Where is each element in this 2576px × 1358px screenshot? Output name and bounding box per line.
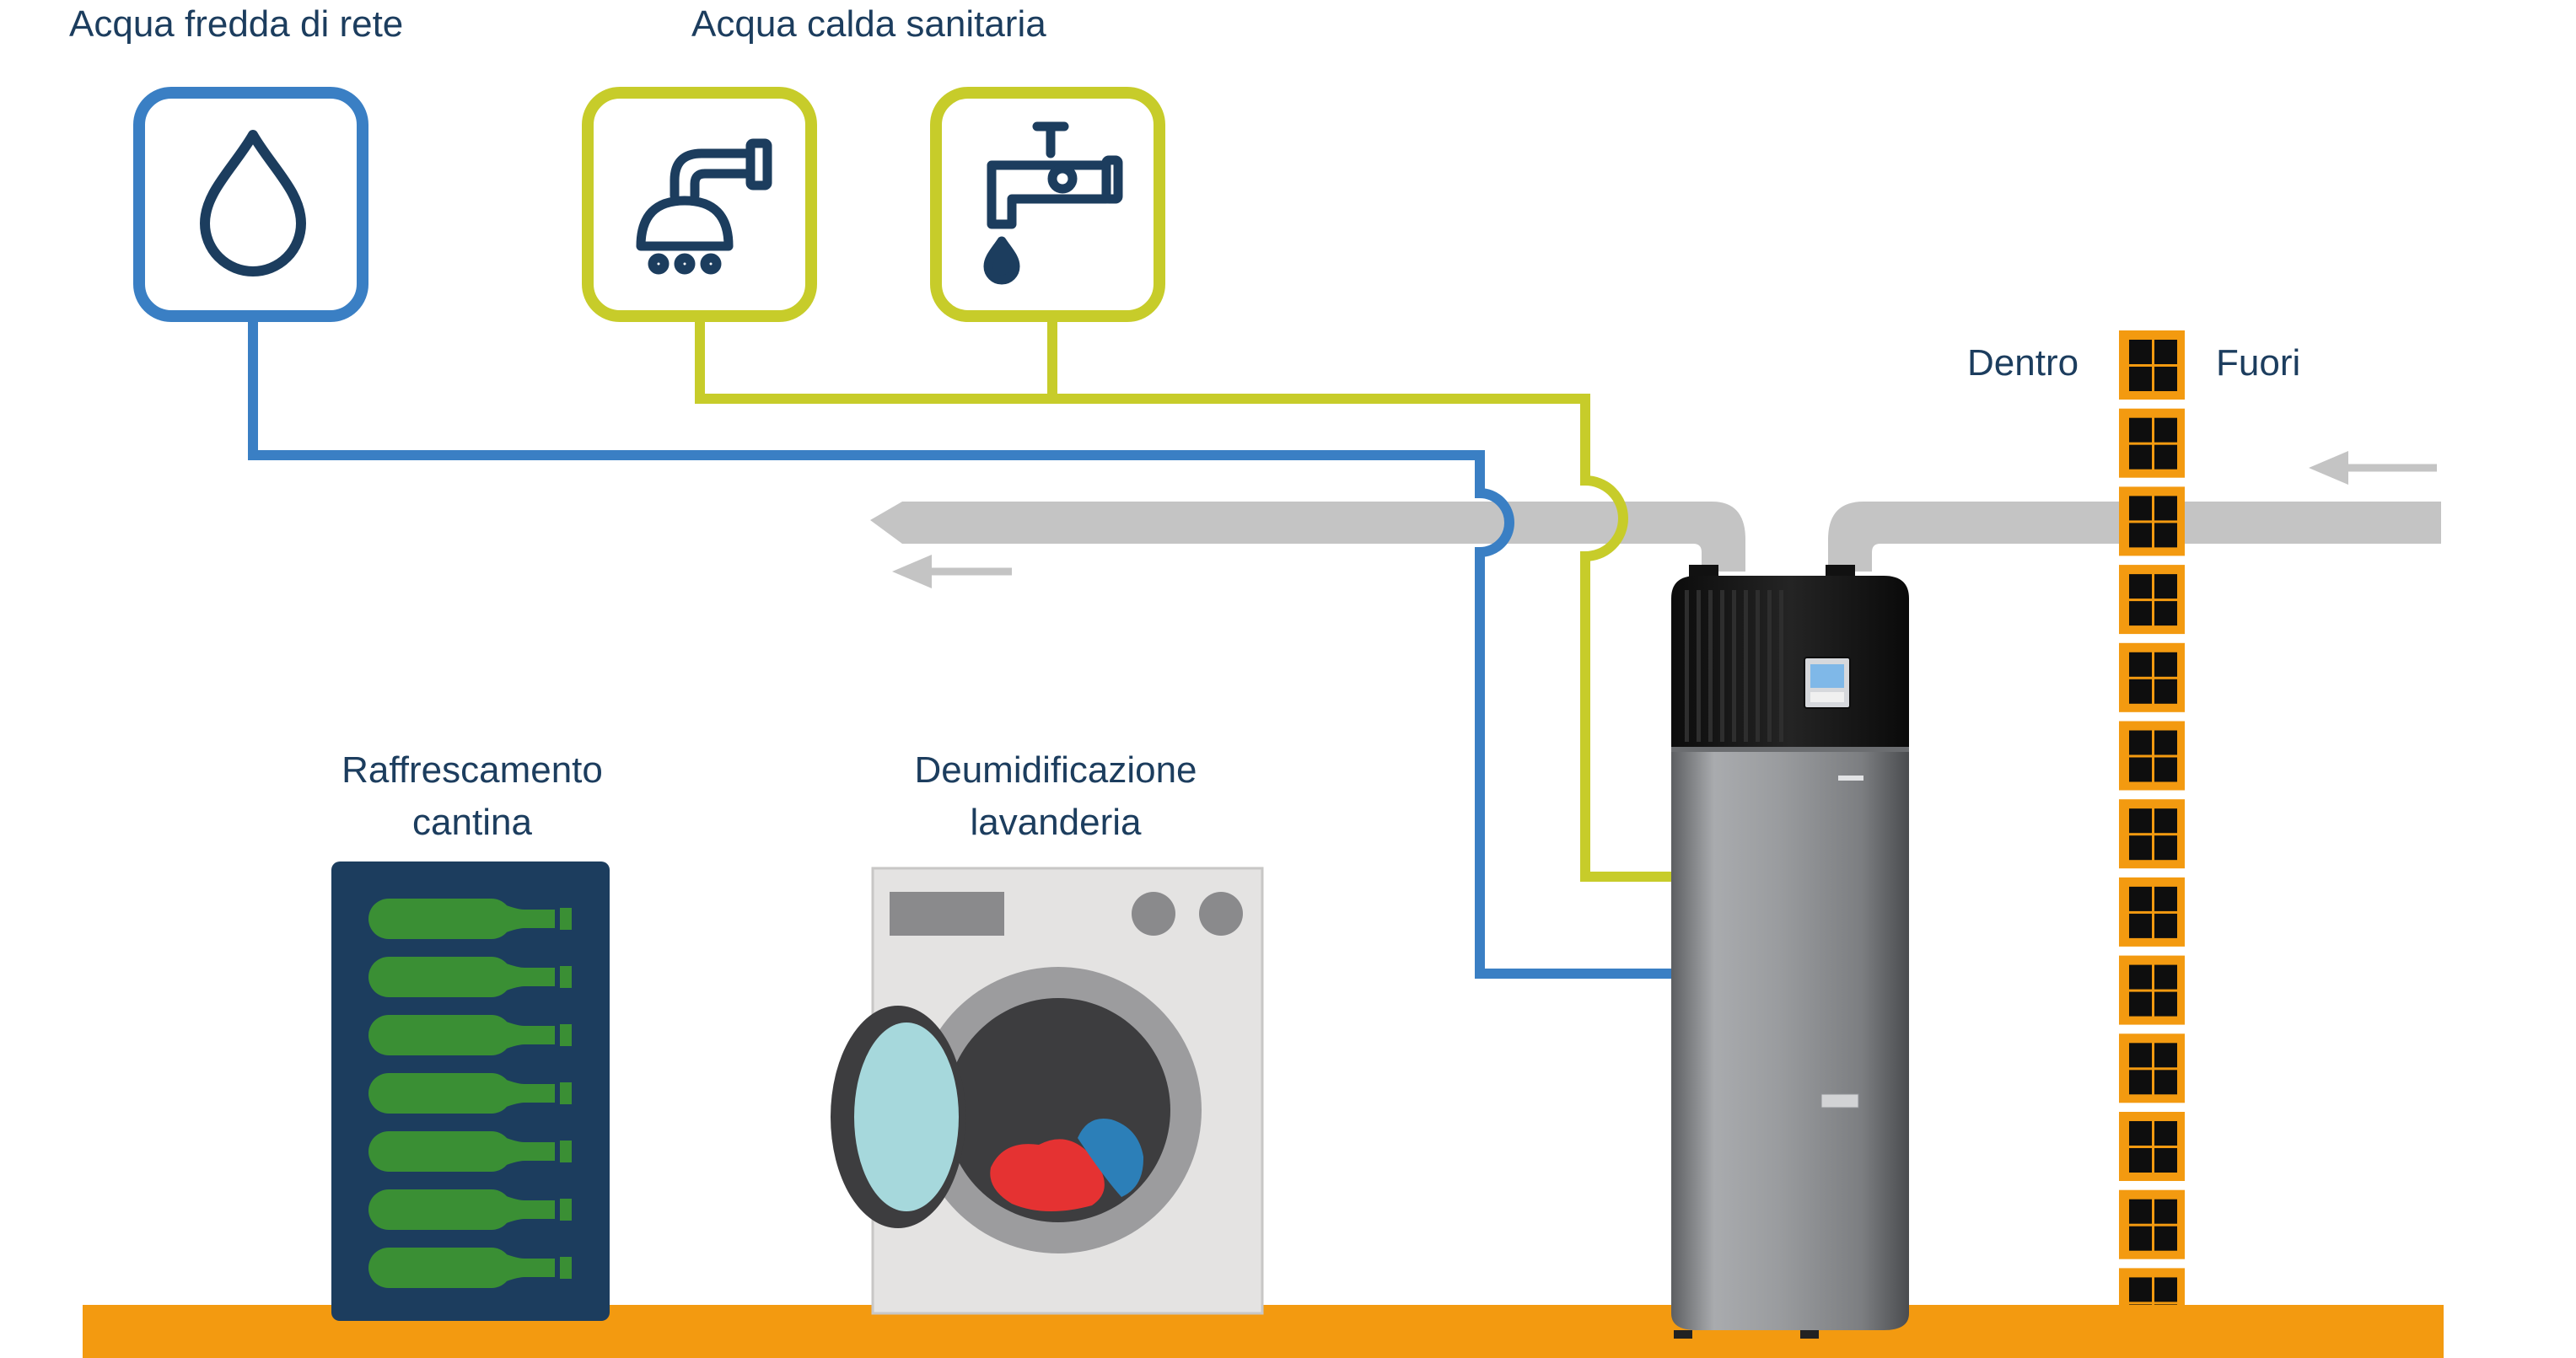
outside-label: Fuori <box>2216 342 2300 384</box>
wine-bottle <box>368 1248 572 1288</box>
cold-water-pipe <box>248 320 1685 979</box>
wine-bottle <box>368 899 572 939</box>
hot-water-label: Acqua calda sanitaria <box>691 3 1046 45</box>
vent-ribs <box>1685 590 1783 742</box>
vent-rib <box>1767 590 1772 742</box>
wall-brick <box>2119 565 2185 635</box>
wine-bottle <box>368 957 572 997</box>
wall-brick <box>2119 642 2185 712</box>
shower-icon <box>636 138 772 275</box>
vent-rib <box>1720 590 1724 742</box>
laundry-label-line2: lavanderia <box>970 802 1142 843</box>
wine-cellar-rack <box>331 861 610 1321</box>
wine-bottle <box>368 1189 572 1230</box>
wall-brick <box>2119 799 2185 869</box>
wine-bottle <box>368 1073 572 1114</box>
wall-brick <box>2119 330 2185 400</box>
vent-rib <box>1756 590 1760 742</box>
wall-brick <box>2119 408 2185 478</box>
shower-icon-box <box>582 87 817 322</box>
vent-rib <box>1744 590 1748 742</box>
wine-bottles <box>368 899 572 1288</box>
vent-rib <box>1685 590 1689 742</box>
vent-rib <box>1697 590 1701 742</box>
exhaust-air-duct <box>870 502 1745 572</box>
intake-flow-arrow <box>2309 451 2437 485</box>
wine-bottle <box>368 1131 572 1172</box>
wall-brick <box>2119 1189 2185 1259</box>
exterior-wall <box>2119 330 2185 1338</box>
heat-pump-water-heater <box>1671 565 1909 1339</box>
wine-bottle <box>368 1015 572 1055</box>
hot-water-pipe <box>1052 394 1685 882</box>
cellar-label-line2: cantina <box>412 802 532 843</box>
wall-brick <box>2119 1033 2185 1103</box>
faucet-icon <box>983 121 1123 285</box>
vent-rib <box>1732 590 1736 742</box>
laundry-label-line1: Deumidificazione <box>914 749 1197 791</box>
wall-brick <box>2119 1112 2185 1181</box>
wall-brick <box>2119 486 2185 556</box>
vent-rib <box>1708 590 1713 742</box>
water-drop-icon <box>200 130 306 276</box>
cellar-label-line1: Raffrescamento <box>341 749 603 791</box>
wall-brick <box>2119 955 2185 1025</box>
hot-water-pipe-branch <box>695 320 1057 404</box>
washing-machine <box>831 867 1264 1315</box>
cold-water-label: Acqua fredda di rete <box>69 3 403 45</box>
wall-brick <box>2119 721 2185 791</box>
vent-rib <box>1779 590 1783 742</box>
inside-label: Dentro <box>1967 342 2079 384</box>
faucet-icon-box <box>930 87 1165 322</box>
wall-brick <box>2119 877 2185 947</box>
cold-water-icon-box <box>133 87 368 322</box>
exhaust-flow-arrow <box>892 555 1012 588</box>
